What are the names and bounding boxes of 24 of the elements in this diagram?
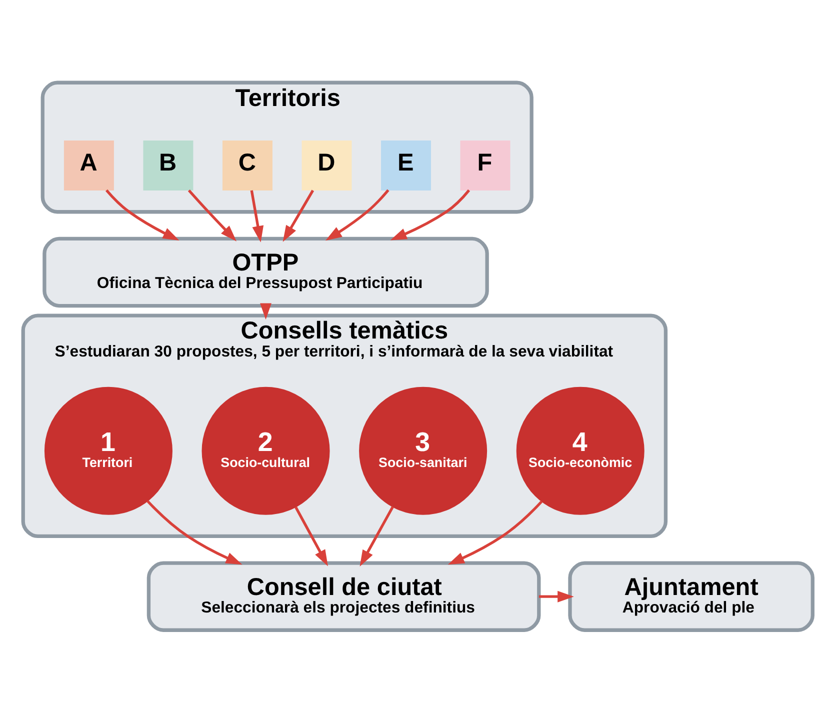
arrow [294, 506, 328, 566]
arrow [260, 303, 272, 320]
arrow [282, 190, 314, 242]
arrow [146, 500, 242, 565]
arrow [360, 506, 394, 566]
arrow [250, 190, 264, 242]
arrow [390, 189, 470, 240]
node-box: E [381, 140, 431, 191]
arrow [448, 500, 543, 565]
arrow [188, 189, 237, 242]
node-box: C [222, 140, 272, 191]
arrow [538, 590, 574, 602]
node-circle: 2 Socio-cultural [202, 386, 330, 515]
node-box: A [64, 140, 114, 191]
node-box: D [302, 140, 352, 191]
node-circle: 3 Socio-sanitari [359, 386, 488, 515]
node-box: B [143, 140, 194, 191]
node-box: Ajuntament Aprovació del ple [568, 561, 814, 632]
node-box: F [460, 140, 510, 191]
node-circle: 4 Socio-econòmic [516, 386, 644, 515]
node-box: Consell de ciutat Seleccionarà els projectes definitius [146, 561, 541, 632]
node-circle: 1 Territori [44, 386, 172, 515]
arrow [105, 189, 180, 240]
arrow [325, 189, 390, 241]
